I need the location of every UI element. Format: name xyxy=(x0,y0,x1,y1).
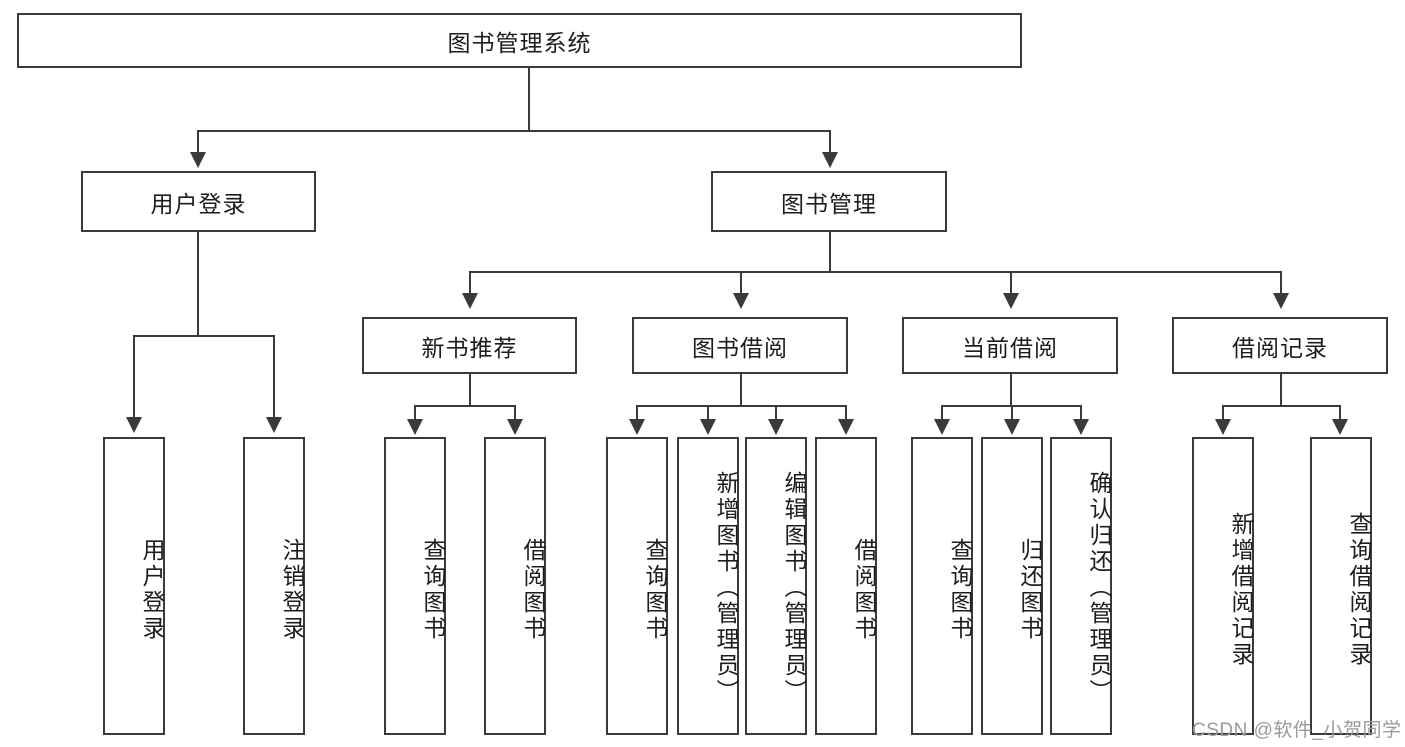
arrow-to-book-borrow xyxy=(733,293,749,309)
arrow-cb-child-3 xyxy=(1073,419,1089,435)
connector-bb-child-1 xyxy=(636,405,638,421)
arrow-bb-child-4 xyxy=(838,419,854,435)
node-label: 图书管理 xyxy=(781,190,877,217)
node-label: 借阅图书 xyxy=(851,538,877,642)
leaf-bb-borrow-book[interactable]: 借阅图书 xyxy=(815,437,877,735)
connector-to-current-borrow xyxy=(1010,271,1012,295)
arrow-cb-child-1 xyxy=(934,419,950,435)
node-label: 当前借阅 xyxy=(962,334,1058,361)
node-label: 确认归还（管理员） xyxy=(1086,471,1112,705)
watermark-csdn: CSDN @软件_小贺同学 xyxy=(1192,720,1402,741)
connector-br-child-1 xyxy=(1222,405,1224,421)
arrow-to-borrow-record xyxy=(1273,293,1289,309)
arrow-to-book-management xyxy=(822,152,838,168)
connector-to-book-management xyxy=(829,130,831,154)
connector-borrow-record-stem xyxy=(1280,374,1282,405)
connector-borrow-record-split-bar xyxy=(1222,405,1339,407)
connector-br-child-2 xyxy=(1339,405,1341,421)
leaf-br-query-record[interactable]: 查询借阅记录 xyxy=(1310,437,1372,735)
connector-root-stem xyxy=(528,68,530,130)
connector-to-book-borrow xyxy=(740,271,742,295)
node-user-login[interactable]: 用户登录 xyxy=(81,171,316,232)
node-label: 新增借阅记录 xyxy=(1228,512,1254,668)
node-label: 注销登录 xyxy=(279,538,305,642)
connector-nbr-child-2 xyxy=(514,405,516,421)
node-label: 新增图书（管理员） xyxy=(713,471,739,705)
node-book-borrow[interactable]: 图书借阅 xyxy=(632,317,848,374)
connector-to-new-book-recommend xyxy=(469,271,471,295)
arrow-cb-child-2 xyxy=(1004,419,1020,435)
connector-to-borrow-record xyxy=(1280,271,1282,295)
leaf-bb-query-book[interactable]: 查询图书 xyxy=(606,437,668,735)
connector-cb-child-1 xyxy=(941,405,943,421)
connector-user-login-stem xyxy=(197,232,199,335)
arrow-user-login-child-1 xyxy=(126,417,142,433)
node-label: 新书推荐 xyxy=(421,334,518,361)
node-label: 借阅记录 xyxy=(1232,334,1328,361)
leaf-cb-confirm-return-admin[interactable]: 确认归还（管理员） xyxy=(1050,437,1112,735)
leaf-nbr-borrow-book[interactable]: 借阅图书 xyxy=(484,437,546,735)
arrow-br-child-2 xyxy=(1332,419,1348,435)
connector-root-split-bar xyxy=(197,130,831,132)
connector-cb-child-3 xyxy=(1080,405,1082,421)
connector-book-management-stem xyxy=(829,232,831,271)
arrow-nbr-child-1 xyxy=(407,419,423,435)
arrow-bb-child-2 xyxy=(700,419,716,435)
node-new-book-recommend[interactable]: 新书推荐 xyxy=(362,317,577,374)
leaf-user-login-login[interactable]: 用户登录 xyxy=(103,437,165,735)
node-label: 用户登录 xyxy=(150,190,247,217)
node-current-borrow[interactable]: 当前借阅 xyxy=(902,317,1118,374)
node-label: 编辑图书（管理员） xyxy=(781,471,807,705)
leaf-cb-return-book[interactable]: 归还图书 xyxy=(981,437,1043,735)
leaf-nbr-query-book[interactable]: 查询图书 xyxy=(384,437,446,735)
leaf-bb-add-book-admin[interactable]: 新增图书（管理员） xyxy=(677,437,739,735)
connector-bb-child-2 xyxy=(707,405,709,421)
node-label: 用户登录 xyxy=(139,538,165,642)
node-label: 借阅图书 xyxy=(520,538,546,642)
arrow-user-login-child-2 xyxy=(266,417,282,433)
node-label: 查询图书 xyxy=(420,538,446,642)
connector-bb-child-3 xyxy=(775,405,777,421)
connector-user-login-split-bar xyxy=(133,335,273,337)
node-borrow-record[interactable]: 借阅记录 xyxy=(1172,317,1388,374)
node-root-book-management-system[interactable]: 图书管理系统 xyxy=(17,13,1022,68)
arrow-bb-child-1 xyxy=(629,419,645,435)
node-label: 图书管理系统 xyxy=(447,29,592,56)
connector-current-borrow-split-bar xyxy=(941,405,1080,407)
leaf-br-add-record[interactable]: 新增借阅记录 xyxy=(1192,437,1254,735)
node-label: 查询借阅记录 xyxy=(1346,512,1372,668)
arrow-to-current-borrow xyxy=(1003,293,1019,309)
node-label: 查询图书 xyxy=(947,538,973,642)
connector-book-management-split-bar xyxy=(469,271,1281,273)
connector-bb-child-4 xyxy=(845,405,847,421)
arrow-to-new-book-recommend xyxy=(462,293,478,309)
connector-cb-child-2 xyxy=(1011,405,1013,421)
connector-nbr-child-1 xyxy=(414,405,416,421)
arrow-nbr-child-2 xyxy=(507,419,523,435)
connector-new-book-recommend-stem xyxy=(469,374,471,405)
connector-book-borrow-split-bar xyxy=(636,405,845,407)
connector-new-book-recommend-split-bar xyxy=(414,405,514,407)
arrow-bb-child-3 xyxy=(768,419,784,435)
connector-to-user-login xyxy=(197,130,199,154)
node-label: 查询图书 xyxy=(642,538,668,642)
arrow-to-user-login xyxy=(190,152,206,168)
connector-user-login-child-1 xyxy=(133,335,135,419)
node-label: 归还图书 xyxy=(1017,538,1043,642)
connector-book-borrow-stem xyxy=(740,374,742,405)
node-label: 图书借阅 xyxy=(692,334,788,361)
connector-user-login-child-2 xyxy=(273,335,275,419)
leaf-bb-edit-book-admin[interactable]: 编辑图书（管理员） xyxy=(745,437,807,735)
node-book-management[interactable]: 图书管理 xyxy=(711,171,947,232)
leaf-user-login-logout[interactable]: 注销登录 xyxy=(243,437,305,735)
arrow-br-child-1 xyxy=(1215,419,1231,435)
leaf-cb-query-book[interactable]: 查询图书 xyxy=(911,437,973,735)
connector-current-borrow-stem xyxy=(1010,374,1012,405)
